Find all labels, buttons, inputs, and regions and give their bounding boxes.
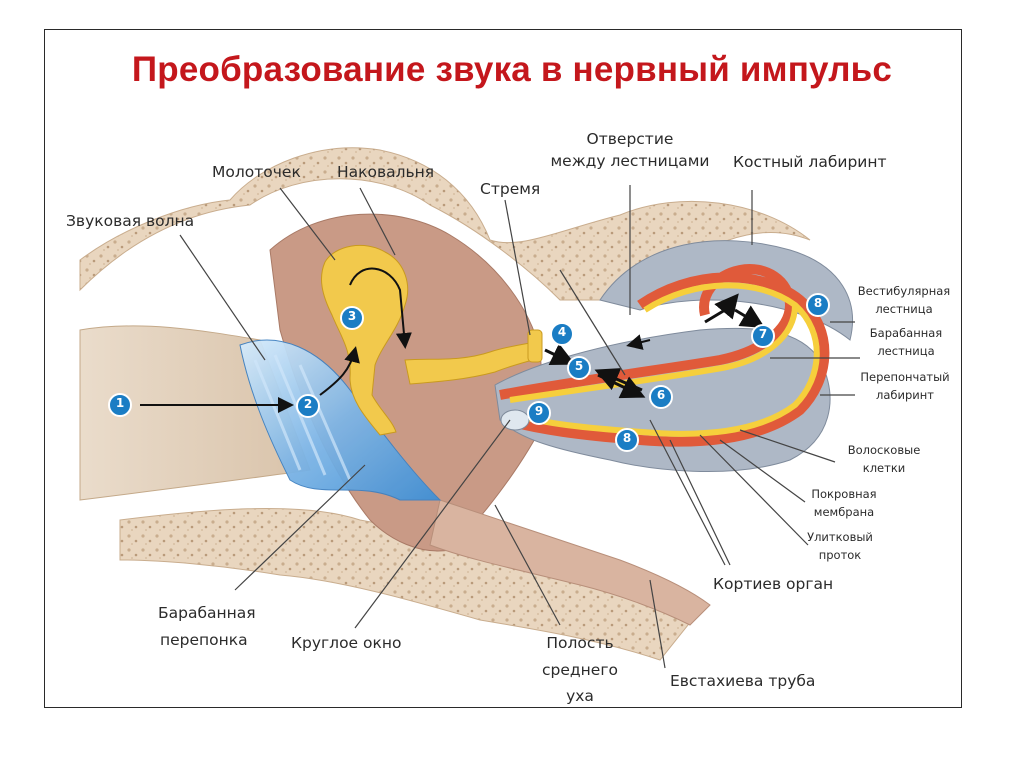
label-zvukovaya-volna: Звуковая волна: [66, 212, 195, 230]
label-barabannaya-lestnitsa-line2: лестница: [877, 344, 935, 358]
step-1-number: 1: [115, 396, 125, 410]
step-3-number: 3: [347, 309, 357, 323]
label-krugloe-okno: Круглое окно: [291, 634, 402, 652]
label-barabannaya-pereponka-line2: перепонка: [160, 631, 248, 649]
label-barabannaya-lestnitsa-line1: Барабанная: [869, 326, 943, 340]
skull-bone-upper: [79, 147, 811, 301]
label-polost-line2: среднего: [542, 661, 618, 679]
eustachian-tube: [429, 499, 711, 626]
step-4-number: 4: [557, 325, 567, 339]
label-ulitkovy-line2: проток: [818, 548, 862, 562]
label-evstakhieva-truba: Евстахиева труба: [670, 672, 816, 690]
label-vestibulyarnaya-line1: Вестибулярная: [857, 284, 951, 298]
label-polost-line3: уха: [566, 687, 594, 705]
label-molotochek: Молоточек: [212, 163, 301, 181]
label-kostny-labirint: Костный лабиринт: [733, 153, 887, 171]
page-title: Преобразование звука в нервный импульс: [131, 50, 893, 89]
step-9-number: 9: [534, 404, 544, 418]
label-nakovalnya: Наковальня: [337, 163, 435, 181]
step-2-number: 2: [303, 397, 313, 411]
label-vestibulyarnaya-line2: лестница: [875, 302, 933, 316]
step-7-number: 7: [758, 327, 768, 341]
label-volosovye-line1: Волосковые: [847, 443, 921, 457]
label-polost-line1: Полость: [546, 634, 614, 652]
step-8b-number: 8: [622, 431, 632, 445]
step-6-number: 6: [656, 388, 666, 402]
label-volosovye-line2: клетки: [862, 461, 906, 475]
step-8a-number: 8: [813, 296, 823, 310]
label-barabannaya-pereponka-line1: Барабанная: [158, 604, 256, 622]
label-pokrovnaya-line2: мембрана: [813, 505, 875, 519]
label-otverstie-line2: между лестницами: [550, 152, 710, 170]
malleus-incus: [321, 244, 409, 436]
label-otverstie-line1: Отверстие: [586, 130, 674, 148]
label-pereponchaty-line2: лабиринт: [876, 388, 934, 402]
eardrum: [239, 339, 442, 501]
label-stremya: Стремя: [480, 180, 541, 198]
label-kortiev-organ: Кортиев орган: [713, 575, 834, 593]
step-badges: [108, 293, 830, 452]
label-pokrovnaya-line1: Покровная: [811, 487, 877, 501]
label-pereponchaty-line1: Перепончатый: [860, 370, 950, 384]
step-5-number: 5: [574, 359, 584, 373]
round-window: [500, 409, 530, 431]
skull-bone-lower: [119, 507, 701, 661]
label-ulitkovy-line1: Улитковый: [807, 530, 873, 544]
